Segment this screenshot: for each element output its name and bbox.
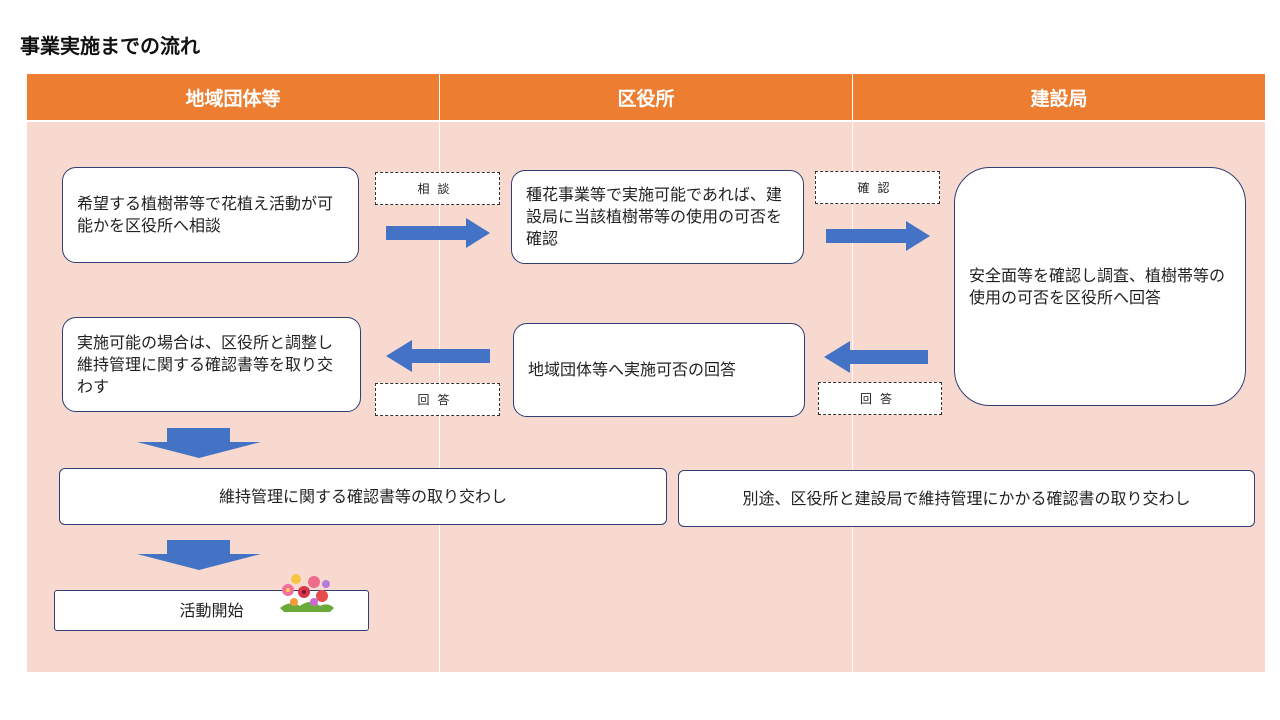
left-arrow-icon <box>824 341 928 373</box>
answer-tag: 回答 <box>818 382 942 415</box>
answer-tag: 回答 <box>375 383 500 416</box>
column-header-group: 地域団体等 <box>27 74 440 120</box>
left-arrow-icon <box>386 340 490 372</box>
column-header-ward: 区役所 <box>440 74 853 120</box>
column-divider <box>439 74 440 672</box>
column-divider <box>852 74 853 672</box>
ward-reply-text: 地域団体等へ実施可否の回答 <box>528 360 737 379</box>
start-text: 活動開始 <box>179 600 244 620</box>
agreement-group-box: 維持管理に関する確認書等の取り交わし <box>59 468 667 525</box>
right-arrow-icon <box>386 218 490 248</box>
consult-text: 希望する植樹帯等で花植え活動が可能かを区役所へ相談 <box>77 194 334 235</box>
consult-tag: 相談 <box>375 172 500 205</box>
agreement-ward-box: 別途、区役所と建設局で維持管理にかかる確認書の取り交わし <box>678 470 1255 527</box>
bureau-check-text: 安全面等を確認し調査、植樹帯等の使用の可否を区役所へ回答 <box>969 265 1226 307</box>
page-title: 事業実施までの流れ <box>20 34 200 58</box>
right-arrow-icon <box>826 221 930 251</box>
down-arrow-icon <box>137 428 261 458</box>
consult-box: 希望する植樹帯等で花植え活動が可能かを区役所へ相談 <box>62 167 359 263</box>
ward-check-text: 種花事業等で実施可能であれば、建設局に当該植樹帯等の使用の可否を確認 <box>526 185 783 248</box>
bureau-check-box: 安全面等を確認し調査、植樹帯等の使用の可否を区役所へ回答 <box>954 167 1246 406</box>
confirm-tag: 確認 <box>815 171 940 204</box>
ward-reply-box: 地域団体等へ実施可否の回答 <box>513 323 805 417</box>
flowers-illustration <box>280 574 334 612</box>
agreement-group-text: 維持管理に関する確認書等の取り交わし <box>218 486 507 506</box>
ward-check-box: 種花事業等で実施可能であれば、建設局に当該植樹帯等の使用の可否を確認 <box>511 170 804 264</box>
adjust-box: 実施可能の場合は、区役所と調整し維持管理に関する確認書等を取り交わす <box>62 317 361 412</box>
column-header-bureau: 建設局 <box>853 74 1265 120</box>
down-arrow-icon <box>137 540 261 570</box>
adjust-text: 実施可能の場合は、区役所と調整し維持管理に関する確認書等を取り交わす <box>77 332 334 396</box>
agreement-ward-text: 別途、区役所と建設局で維持管理にかかる確認書の取り交わし <box>742 488 1191 508</box>
